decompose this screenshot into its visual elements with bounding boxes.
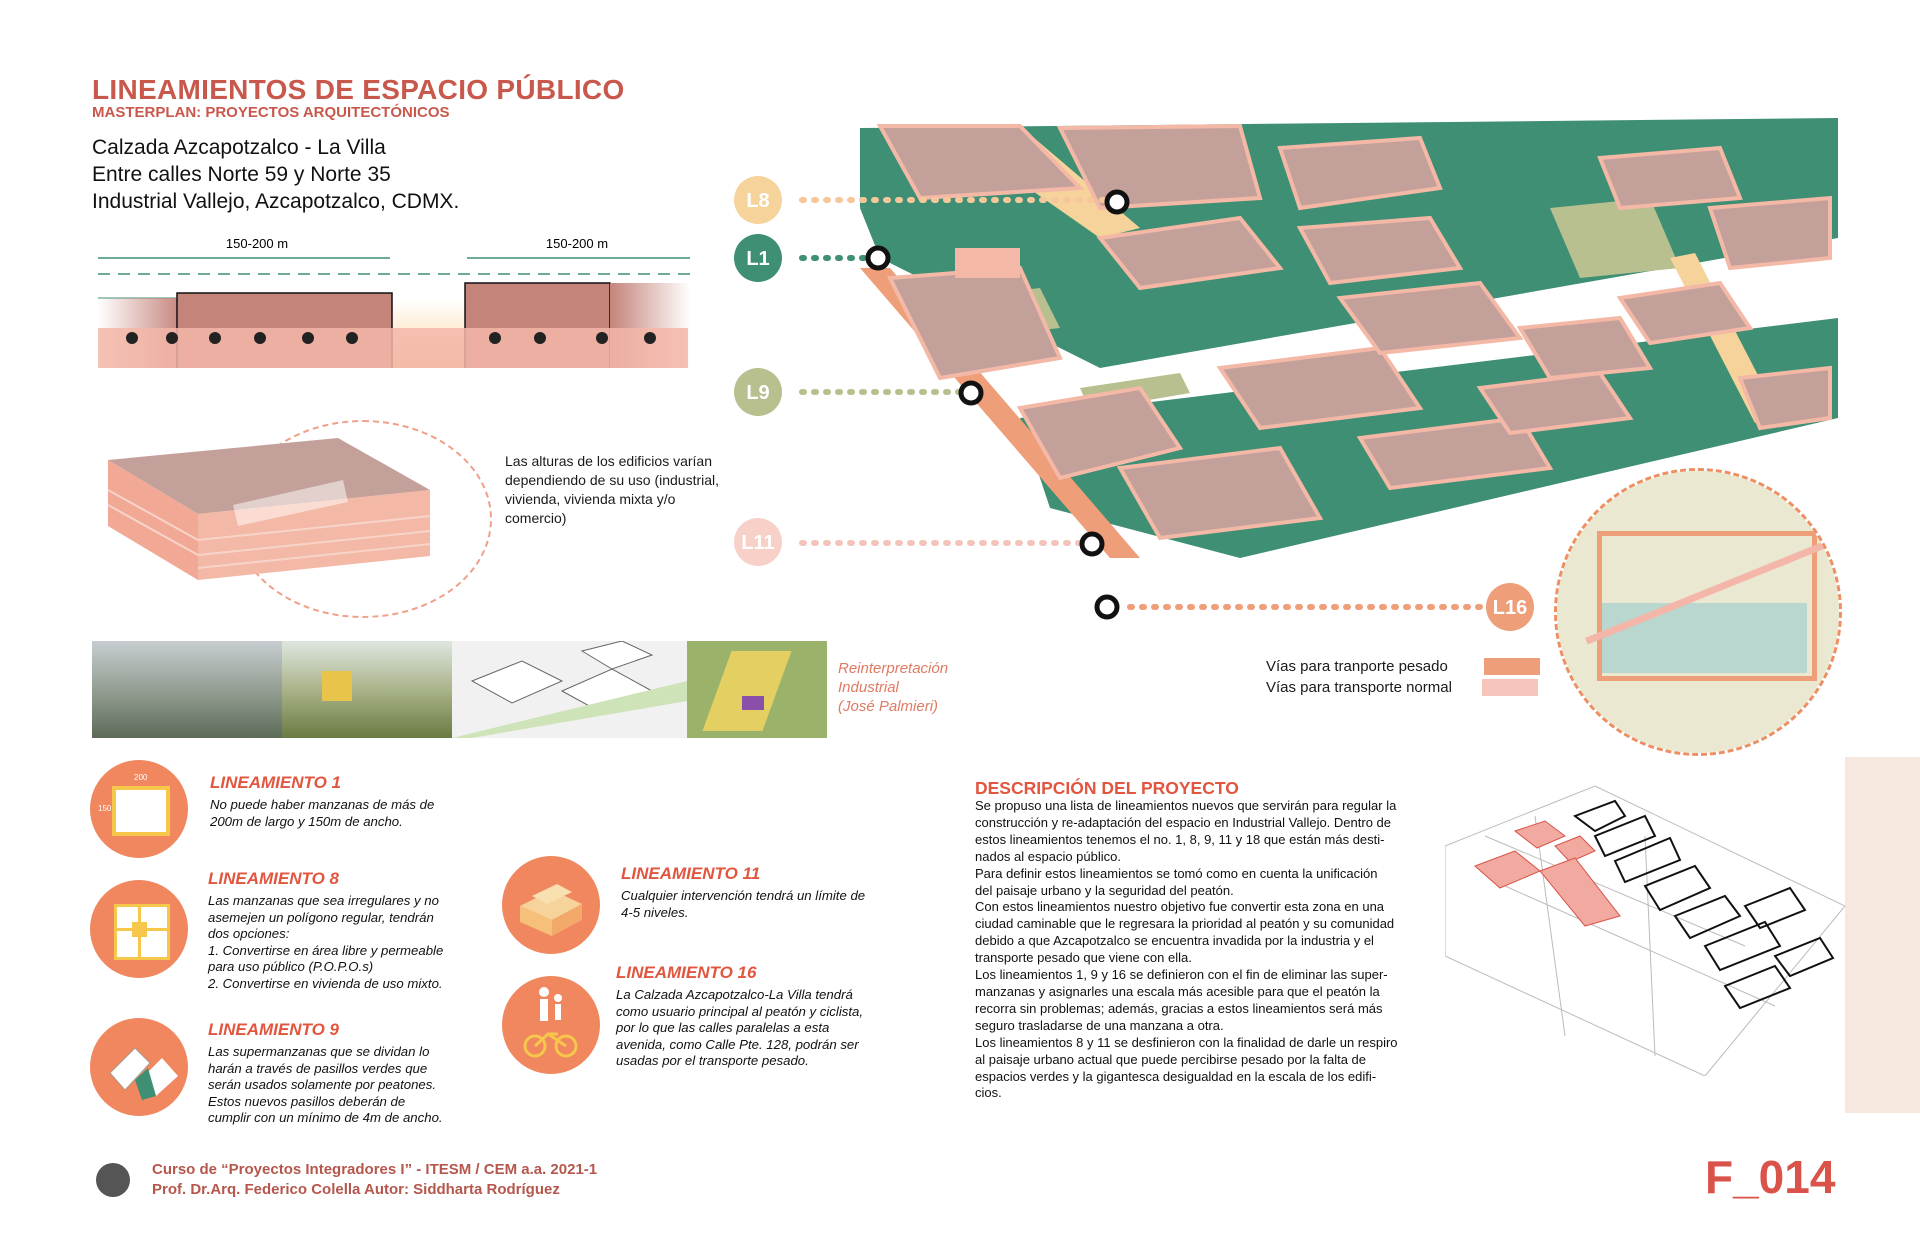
callout-l8: L8 [746,190,769,212]
legend-item: Vías para tranporte pesado [1266,656,1540,677]
map-legend: Vías para tranporte pesado Vías para tra… [1266,656,1540,698]
legend-item: Vías para transporte normal [1266,677,1540,698]
lineamiento-title: LINEAMIENTO 9 [208,1020,339,1039]
reference-photo-3 [452,641,687,738]
reference-caption: Reinterpretación Industrial (José Palmie… [838,660,949,715]
sheet-code: F_014 [1705,1151,1836,1203]
callout-l9: L9 [746,382,769,404]
location-line: Entre calles Norte 59 y Norte 35 [92,163,391,186]
lineamiento-11-icon [502,856,600,954]
dimension-label-left: 150-200 m [226,236,288,251]
lineamiento-16-icon [502,976,600,1074]
lineamiento-8: LINEAMIENTO 8 Las manzanas que sea irreg… [208,869,498,992]
side-tab [1845,757,1920,1113]
heights-note: Las alturas de los edificios varían depe… [505,453,720,526]
lineamiento-1-icon: 200 150 [90,760,188,858]
lineamiento-body: Cualquier intervención tendrá un límite … [621,888,866,920]
footer-authors: Prof. Dr.Arq. Federico Colella Autor: Si… [152,1181,560,1198]
reference-photo-1 [92,641,282,738]
legend-label: Vías para tranporte pesado [1266,658,1448,675]
iso-building-block [107,438,431,580]
dimension-label-right: 150-200 m [546,236,608,251]
isometric-masterplan-map [860,118,1838,558]
map-callouts: L8 L1 L9 L11 L16 [734,176,1534,631]
lineamiento-11: LINEAMIENTO 11 Cualquier intervención te… [621,864,911,921]
page-title: LINEAMIENTOS DE ESPACIO PÚBLICO [92,74,625,105]
ground-floor-band [98,328,688,368]
description-title: DESCRIPCIÓN DEL PROYECTO [975,778,1239,798]
lineamiento-body: No puede haber manzanas de más de 200m d… [210,797,435,829]
context-map-circle [1554,468,1842,756]
footer-course: Curso de “Proyectos Integradores I” - IT… [152,1161,598,1178]
street-trees [126,332,656,344]
street-section-diagram: 150-200 m 150-200 m [98,236,690,368]
lineamiento-title: LINEAMIENTO 16 [616,963,757,982]
reference-photo-2 [282,641,452,738]
location-line: Calzada Azcapotzalco - La Villa [92,136,386,159]
page-subtitle: MASTERPLAN: PROYECTOS ARQUITECTÓNICOS [92,104,450,121]
location-line: Industrial Vallejo, Azcapotzalco, CDMX. [92,190,460,213]
lineamiento-title: LINEAMIENTO 8 [208,869,339,888]
reference-photo-4 [687,641,827,738]
lineamiento-9: LINEAMIENTO 9 Las supermanzanas que se d… [208,1020,498,1127]
lineamiento-9-icon [90,1018,188,1116]
legend-swatch [1481,679,1538,696]
location-block: Calzada Azcapotzalco - La Villa Entre ca… [92,134,459,215]
lineamiento-body: Las manzanas que sea irregulares y no as… [208,893,444,991]
lineamiento-16: LINEAMIENTO 16 La Calzada Azcapotzalco-L… [616,963,906,1070]
lineamiento-body: Las supermanzanas que se dividan lo hará… [208,1044,443,1125]
callout-l11: L11 [741,532,774,554]
lineamiento-1: LINEAMIENTO 1 No puede haber manzanas de… [210,773,490,830]
legend-label: Vías para transporte normal [1266,679,1452,696]
description-body: Se propuso una lista de lineamientos nue… [975,798,1398,1101]
itesm-logo [96,1163,130,1197]
axonometric-sketch [1445,785,1845,1076]
legend-swatch [1483,658,1540,675]
lineamiento-8-icon [90,880,188,978]
callout-l16: L16 [1493,597,1527,619]
lineamiento-title: LINEAMIENTO 11 [621,864,761,883]
callout-l1: L1 [746,248,769,270]
lineamiento-body: La Calzada Azcapotzalco-La Villa tendrá … [616,987,864,1068]
footer-credits: Curso de “Proyectos Integradores I” - IT… [152,1160,597,1200]
lineamiento-title: LINEAMIENTO 1 [210,773,341,792]
